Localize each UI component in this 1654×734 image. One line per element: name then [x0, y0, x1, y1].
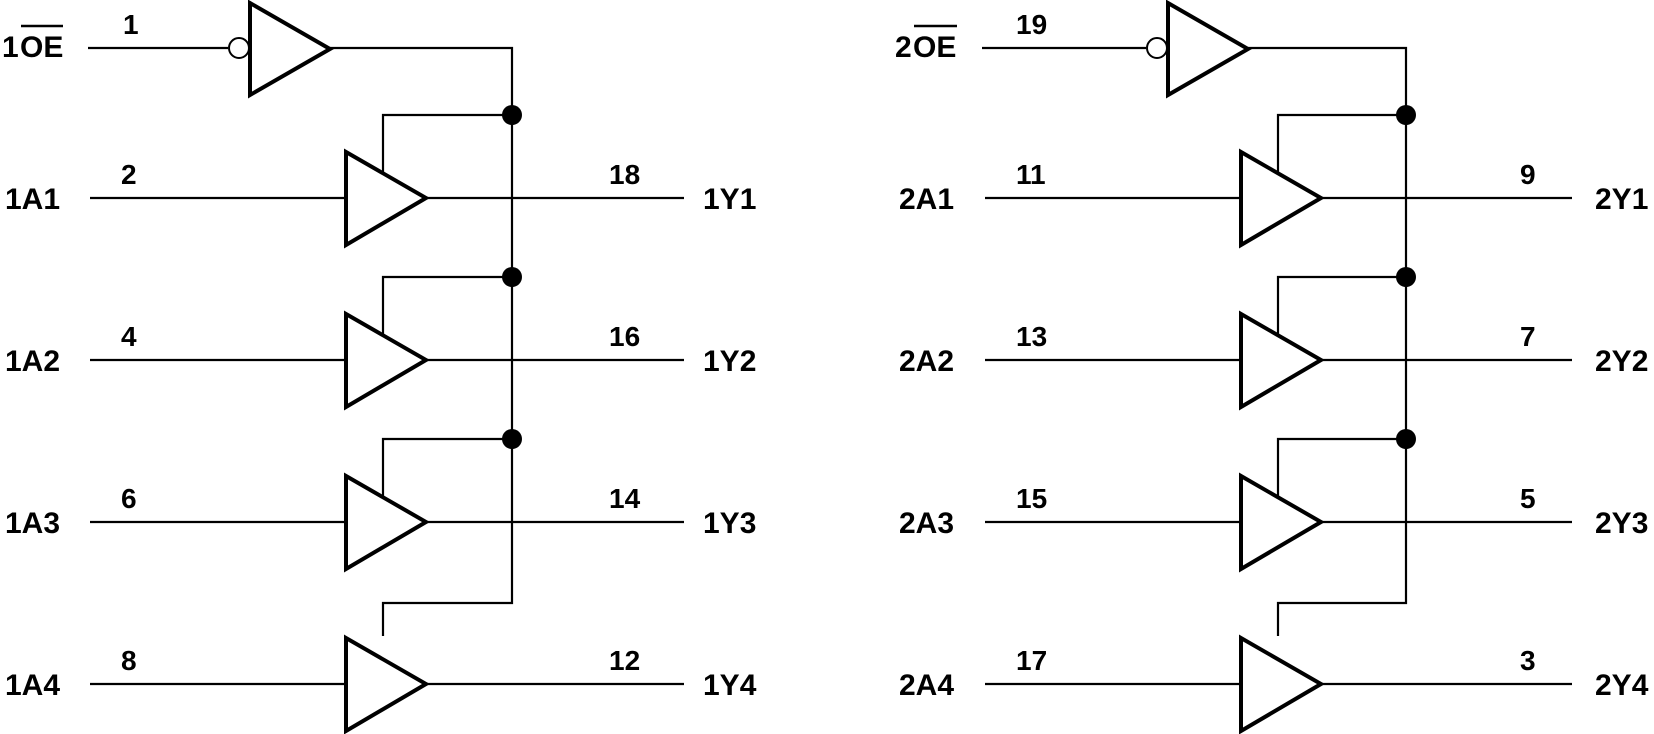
enable-buffer	[248, 0, 335, 99]
tristate-buffer	[1239, 634, 1325, 734]
tristate-buffer	[1239, 310, 1325, 411]
tristate-buffer	[344, 148, 430, 249]
input-label: 1A3	[5, 507, 60, 540]
input-pin-number: 6	[121, 483, 137, 514]
enable-tap-wire	[381, 113, 512, 174]
enable-label-bar-text: OE	[913, 31, 956, 64]
output-label: 2Y1	[1595, 183, 1648, 216]
group-2-channel-2: 2A2 13 7 2Y2	[899, 275, 1648, 411]
input-label: 1A1	[5, 183, 60, 216]
enable-tap-wire	[1276, 113, 1406, 174]
output-pin-number: 3	[1520, 645, 1536, 676]
output-pin-number: 5	[1520, 483, 1536, 514]
group-2-channel-4: 2A4 17 3 2Y4	[899, 634, 1649, 734]
output-pin-number: 16	[609, 321, 640, 352]
output-pin-number: 9	[1520, 159, 1536, 190]
inversion-bubble	[228, 37, 250, 59]
input-pin-number: 4	[121, 321, 137, 352]
output-label: 1Y4	[703, 669, 757, 702]
input-pin-number: 8	[121, 645, 137, 676]
group-1-channel-4: 1A4 8 12 1Y4	[5, 634, 757, 734]
enable-tap-wire	[381, 275, 512, 336]
group-1: 1 OE 1 1A1 2 18 1Y1 1A2 4	[2, 0, 757, 734]
tristate-buffer	[344, 472, 430, 573]
tristate-buffer	[344, 310, 430, 411]
output-label: 1Y2	[703, 345, 756, 378]
input-label: 2A4	[899, 669, 954, 702]
group-2: 2 OE 19 2A1 11 9 2Y1 2A2 13	[895, 0, 1649, 734]
input-pin-number: 2	[121, 159, 137, 190]
input-label: 2A1	[899, 183, 954, 216]
group-1-channel-2: 1A2 4 16 1Y2	[5, 275, 756, 411]
group-2-channel-3: 2A3 15 5 2Y3	[899, 437, 1648, 573]
group-1-channel-3: 1A3 6 14 1Y3	[5, 437, 756, 573]
enable-tap-wire	[1276, 275, 1406, 336]
output-label: 1Y1	[703, 183, 756, 216]
enable-buffer	[1166, 0, 1253, 99]
enable-bus-wire	[330, 46, 514, 636]
tristate-buffer	[344, 634, 430, 734]
output-pin-number: 18	[609, 159, 640, 190]
output-label: 2Y4	[1595, 669, 1649, 702]
input-pin-number: 11	[1016, 159, 1046, 190]
enable-tap-wire	[381, 437, 512, 498]
input-pin-number: 15	[1016, 483, 1047, 514]
enable-label-prefix: 1	[2, 31, 19, 64]
group-2-channel-1: 2A1 11 9 2Y1	[899, 113, 1648, 249]
inversion-bubble	[1146, 37, 1168, 59]
output-pin-number: 7	[1520, 321, 1536, 352]
tristate-buffer	[1239, 148, 1325, 249]
group-1-channel-1: 1A1 2 18 1Y1	[5, 113, 756, 249]
output-label: 2Y2	[1595, 345, 1648, 378]
enable-pin-number: 19	[1016, 9, 1047, 40]
input-label: 1A4	[5, 669, 60, 702]
enable-bus-wire	[1248, 46, 1408, 636]
input-label: 2A3	[899, 507, 954, 540]
output-label: 1Y3	[703, 507, 756, 540]
input-label: 2A2	[899, 345, 954, 378]
enable-label-prefix: 2	[895, 31, 912, 64]
input-pin-number: 17	[1016, 645, 1047, 676]
output-pin-number: 12	[609, 645, 640, 676]
enable-label-bar-text: OE	[20, 31, 63, 64]
input-pin-number: 13	[1016, 321, 1047, 352]
group-1-enable: 1 OE 1	[2, 0, 522, 636]
group-2-enable: 2 OE 19	[895, 0, 1416, 636]
enable-tap-wire	[1276, 437, 1406, 498]
output-pin-number: 14	[609, 483, 641, 514]
input-label: 1A2	[5, 345, 60, 378]
tristate-buffer	[1239, 472, 1325, 573]
output-label: 2Y3	[1595, 507, 1648, 540]
enable-pin-number: 1	[123, 9, 139, 40]
